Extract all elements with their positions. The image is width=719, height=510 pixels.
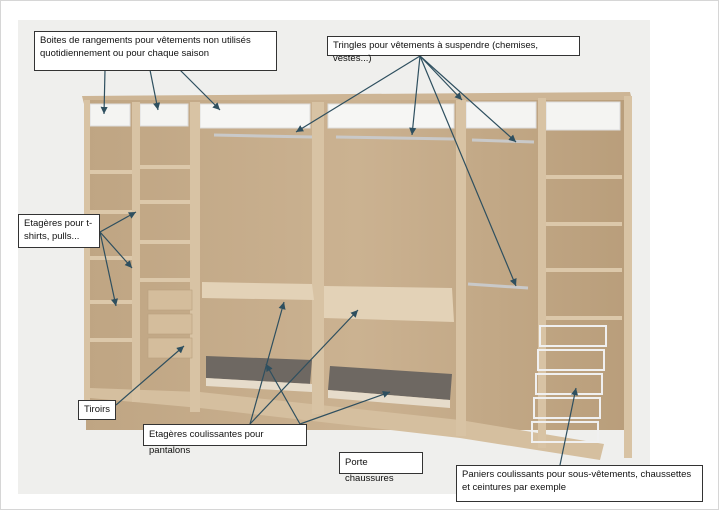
label-shoe-rack: Porte chaussures [339, 452, 423, 474]
label-pullout-shelves: Etagères coulissantes pour pantalons [143, 424, 307, 446]
wardrobe-body [82, 92, 632, 460]
label-baskets: Paniers coulissants pour sous-vêtements,… [456, 465, 703, 502]
label-shelves: Etagères pour t-shirts, pulls... [18, 214, 100, 248]
label-storage-boxes: Boites de rangements pour vêtements non … [34, 31, 277, 71]
label-drawers: Tiroirs [78, 400, 116, 420]
label-hanging-rails: Tringles pour vêtements à suspendre (che… [327, 36, 580, 56]
drawers [148, 290, 192, 358]
